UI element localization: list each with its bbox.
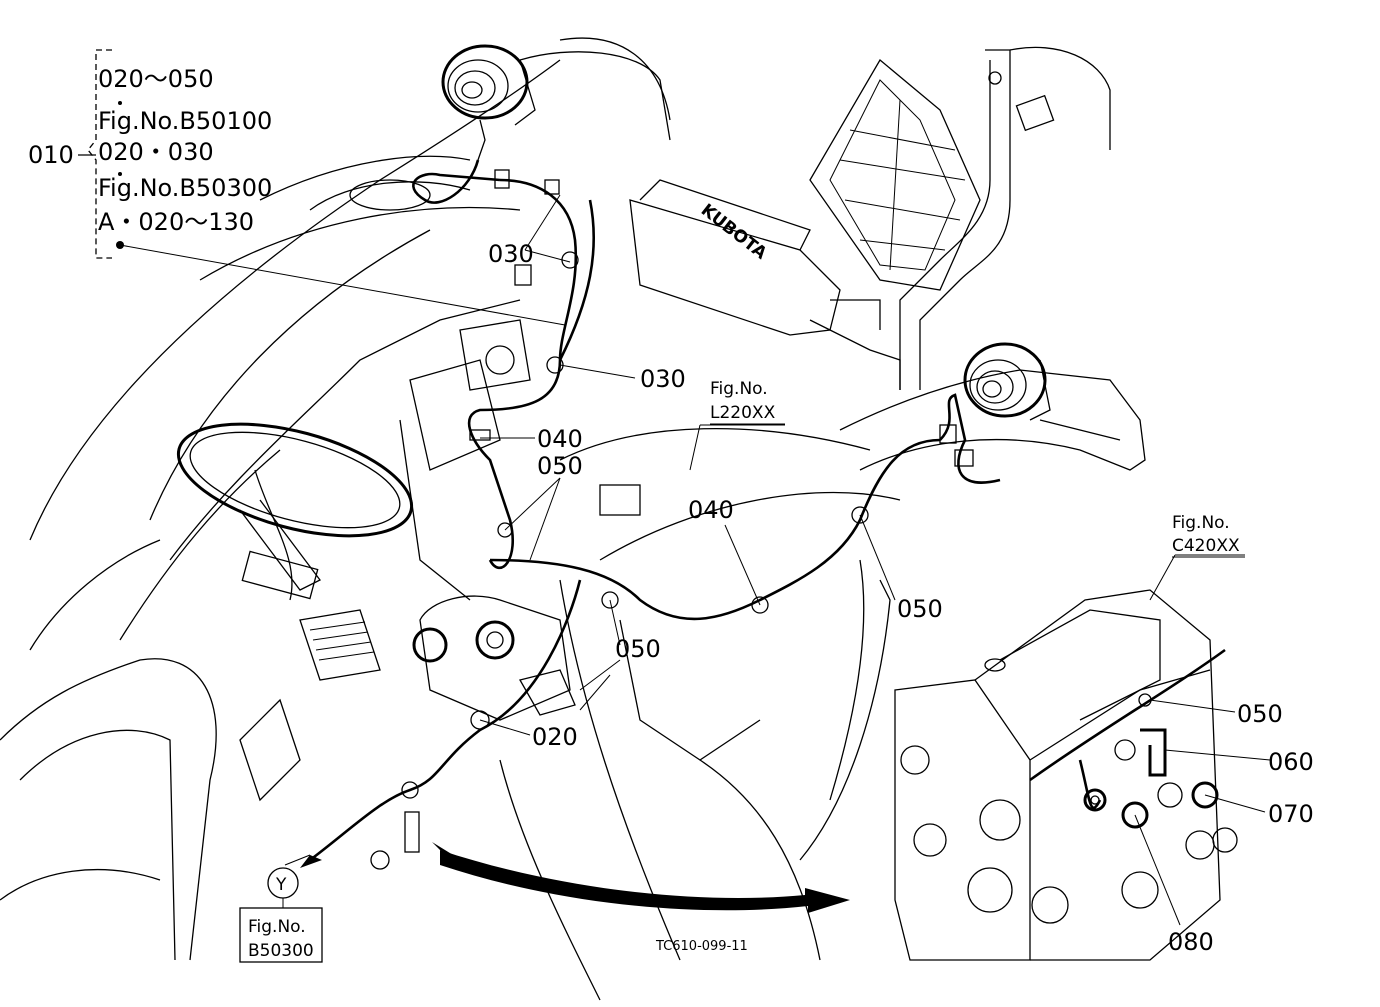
legend-line-5: A・020～130 <box>98 208 254 236</box>
callout-050-a: 050 <box>537 452 583 480</box>
fig-ref-l220-title: Fig.No. <box>710 379 768 399</box>
inset-transmission <box>894 589 1238 961</box>
fig-ref-b50300-code: B50300 <box>248 941 314 961</box>
callout-070: 070 <box>1268 800 1314 828</box>
callout-020: 020 <box>532 723 578 751</box>
fig-ref-c420-title: Fig.No. <box>1172 513 1230 533</box>
fig-ref-c420-code: C420XX <box>1172 536 1240 556</box>
fig-ref-b50300-title: Fig.No. <box>248 917 306 937</box>
callout-030-a: 030 <box>488 240 534 268</box>
leader-lines <box>284 194 1271 926</box>
wire-harness <box>309 159 1226 862</box>
brand-logo: KUBOTA <box>697 200 771 264</box>
left-work-lamp <box>441 44 536 161</box>
callout-080: 080 <box>1168 928 1214 956</box>
detail-arrow <box>432 842 850 913</box>
callout-050-c: 050 <box>615 635 661 663</box>
fig-ref-b50300: Y Fig.No. B50300 <box>239 867 323 963</box>
callout-050-b: 050 <box>897 595 943 623</box>
legend-parent-no: 010 <box>28 141 74 169</box>
legend-line-2: Fig.No.B50100 <box>98 107 272 135</box>
callout-060: 060 <box>1268 748 1314 776</box>
fig-ref-c420: Fig.No. C420XX <box>1172 513 1240 556</box>
callout-050-d: 050 <box>1237 700 1283 728</box>
clamps <box>370 169 974 870</box>
legend-line-1: 020～050 <box>98 65 214 93</box>
legend-line-3: 020・030 <box>98 138 214 166</box>
legend-line-4: Fig.No.B50300 <box>98 174 272 202</box>
fig-ref-l220-code: L220XX <box>710 403 776 423</box>
callout-030-b: 030 <box>640 365 686 393</box>
fig-ref-l220: Fig.No. L220XX <box>710 379 776 423</box>
drawing-code: TC610-099-11 <box>655 939 748 954</box>
callout-040-a: 040 <box>537 425 583 453</box>
legend-block: 010 020～050 Fig.No.B50100 020・030 Fig.No… <box>28 49 566 326</box>
callouts: 030 030 040 050 040 050 050 020 050 060 … <box>488 240 1314 956</box>
marker-y: Y <box>275 875 287 895</box>
callout-040-b: 040 <box>688 496 734 524</box>
right-work-lamp <box>963 342 1051 421</box>
